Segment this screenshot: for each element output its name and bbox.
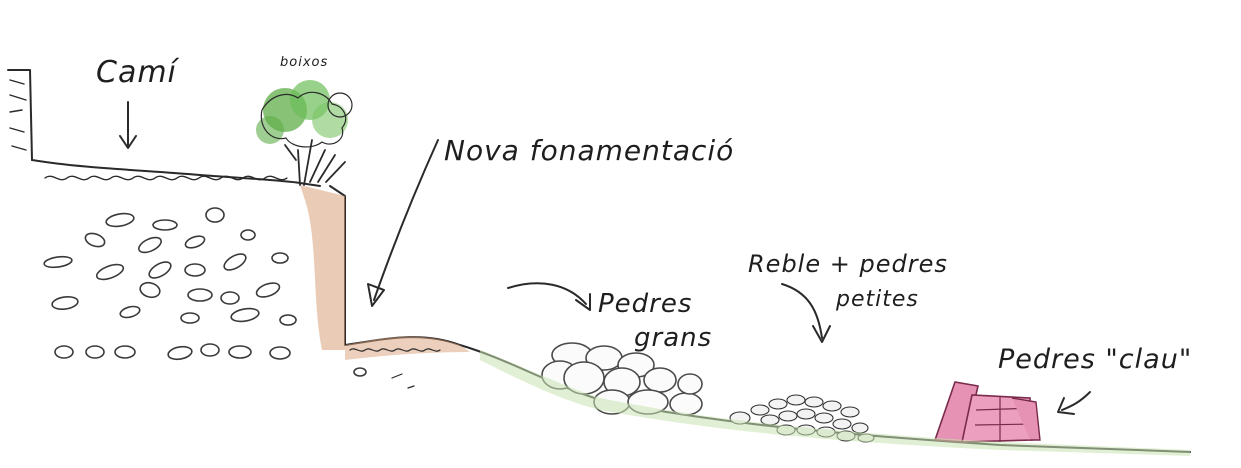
arrow-big-stones (508, 283, 590, 310)
key-stones (935, 382, 1040, 442)
label-big-stones: Pedres (598, 289, 692, 319)
arrow-path (120, 102, 136, 148)
label-big-stones-2: grans (634, 323, 712, 353)
embedded-stones (43, 208, 414, 388)
soil-fill (300, 185, 345, 350)
soil-base (345, 336, 470, 360)
label-rubble: Reble + pedres (748, 250, 948, 278)
label-foundation: Nova fonamentació (444, 134, 734, 167)
label-key-stones: Pedres "clau" (998, 344, 1192, 375)
label-bushes: boixos (280, 55, 328, 70)
arrow-foundation (368, 140, 438, 306)
bush-illustration (256, 80, 352, 185)
arrow-rubble (782, 284, 830, 342)
label-path: Camí (96, 55, 180, 90)
left-wall (8, 70, 32, 160)
arrow-key-stones (1058, 392, 1090, 414)
label-rubble-2: petites (835, 287, 919, 312)
